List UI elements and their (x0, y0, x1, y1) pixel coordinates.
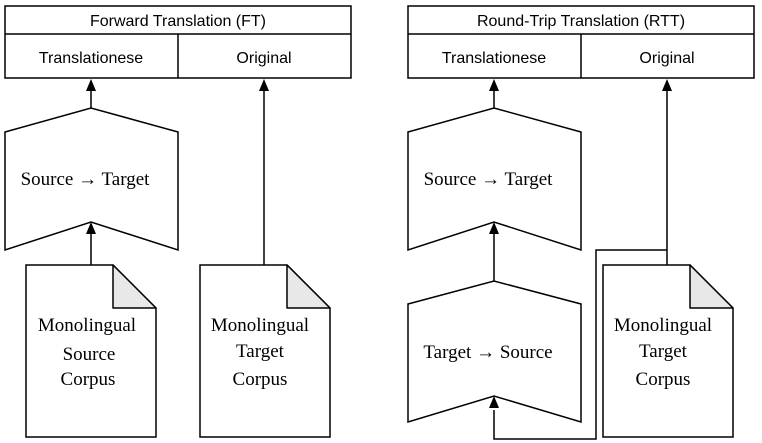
ft-arrowhead-process (86, 222, 96, 234)
ft-header: Forward Translation (FT) (90, 13, 266, 30)
ft-arrowhead-original (259, 79, 269, 91)
rtt-doc-target-fold (689, 264, 734, 309)
ft-doc-target-fold (286, 264, 331, 309)
ft-doc-source-line1: Monolingual (38, 315, 136, 336)
rtt-doc-target-line2: Target (639, 341, 688, 362)
rtt-col-translationese: Translationese (442, 50, 546, 67)
rtt-arrowhead-original (662, 79, 672, 91)
ft-doc-target-line1: Monolingual (211, 315, 309, 336)
rtt-header: Round-Trip Translation (RTT) (477, 13, 685, 30)
rtt-doc-target-line1: Monolingual (614, 315, 712, 336)
rtt-process-top-label: Source → Target (424, 169, 554, 190)
ft-doc-source-fold (112, 264, 157, 309)
rtt-col-original: Original (639, 50, 694, 67)
ft-col-translationese: Translationese (39, 50, 143, 67)
ft-doc-source-line2: Source (63, 344, 116, 365)
ft-process-label: Source → Target (21, 169, 151, 190)
rtt-arrow-loop-line (493, 249, 667, 440)
ft-arrowhead-translationese (86, 79, 96, 91)
ft-doc-source-line3: Corpus (61, 369, 116, 390)
rtt-doc-target-line3: Corpus (636, 369, 691, 390)
ft-doc-target-line2: Target (236, 341, 285, 362)
rtt-arrowhead-process-top (489, 222, 499, 234)
rtt-arrowhead-process-bottom (489, 396, 499, 408)
rtt-process-bottom-label: Target → Source (423, 342, 552, 363)
ft-doc-target-line3: Corpus (233, 369, 288, 390)
ft-col-original: Original (236, 50, 291, 67)
rtt-arrowhead-translationese (489, 79, 499, 91)
ft-panel: Forward Translation (FT) Translationese … (4, 5, 352, 438)
rtt-panel: Round-Trip Translation (RTT) Translation… (407, 5, 755, 440)
